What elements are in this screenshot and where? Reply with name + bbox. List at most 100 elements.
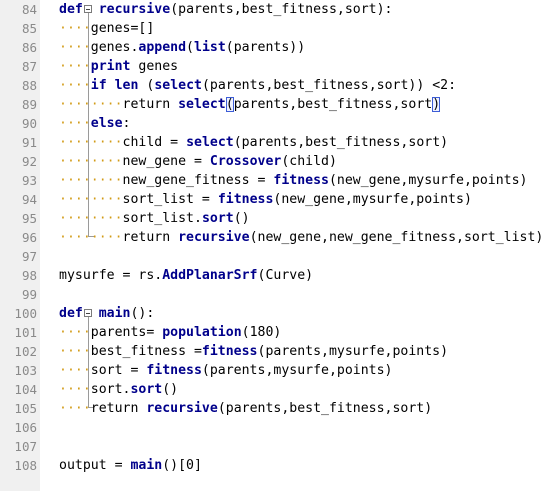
code-text[interactable]: ····genes.append(list(parents)) (59, 38, 305, 57)
code-line[interactable]: 108 output = main()[0] (0, 456, 559, 475)
code-token: (180) (241, 325, 282, 340)
keyword-token: else (90, 116, 123, 131)
code-token: () (233, 211, 250, 226)
code-text[interactable]: ····print genes (59, 57, 178, 76)
line-number: 94 (21, 192, 37, 207)
code-token: (parents,best_fitness,sort): (170, 2, 393, 17)
code-text[interactable]: ····else: (59, 114, 130, 133)
code-text[interactable]: ········return select(parents,best_fitne… (59, 95, 441, 114)
whitespace-marker: ···· (59, 363, 91, 378)
code-token: best_fitness = (90, 344, 202, 359)
code-token: mysurfe = rs. (59, 268, 163, 283)
line-number: 108 (14, 458, 37, 473)
code-text[interactable]: ········sort_list.sort() (59, 209, 250, 228)
code-token: genes=[] (90, 21, 155, 36)
line-number: 105 (14, 401, 37, 416)
fold-toggle-icon[interactable] (84, 5, 92, 13)
code-line[interactable]: 94 ········sort_list = fitness(new_gene,m… (0, 190, 559, 209)
code-line[interactable]: 102 ····best_fitness =fitness(parents,mys… (0, 342, 559, 361)
whitespace-marker: ········ (59, 211, 123, 226)
function-token: fitness (201, 344, 258, 359)
code-token: ( (186, 40, 194, 55)
code-line[interactable]: 87 ····print genes (0, 57, 559, 76)
code-text[interactable]: ····sort = fitness(parents,mysurfe,point… (59, 361, 392, 380)
code-token: parents= (90, 325, 163, 340)
code-token: child = (122, 135, 187, 150)
code-token: sort_list = (122, 192, 218, 207)
whitespace-marker: ···· (59, 382, 91, 397)
code-line[interactable]: 86····genes.append(list(parents)) (0, 38, 559, 57)
code-token: (parents)) (225, 40, 306, 55)
line-number: 97 (21, 249, 37, 264)
code-line[interactable]: 105 ····return recursive(parents,best_fit… (0, 399, 559, 418)
code-token: sort_list. (122, 211, 202, 226)
code-line[interactable]: 107 (0, 437, 559, 456)
whitespace-marker: ···· (59, 78, 91, 93)
fold-range-line (88, 13, 89, 236)
code-line[interactable]: 97 (0, 247, 559, 266)
code-token: genes. (90, 40, 139, 55)
code-line[interactable]: 106 (0, 418, 559, 437)
line-number: 93 (21, 173, 37, 188)
code-text[interactable]: def recursive(parents,best_fitness,sort)… (59, 0, 393, 19)
code-line[interactable]: 93 ········new_gene_fitness = fitness(new… (0, 171, 559, 190)
function-token: select (154, 78, 202, 93)
line-number: 104 (14, 382, 37, 397)
code-token: ( (138, 78, 155, 93)
line-number: 102 (14, 344, 37, 359)
code-line[interactable]: 89········return select(parents,best_fit… (0, 95, 559, 114)
code-text[interactable]: ········return recursive(new_gene,new_ge… (59, 228, 543, 247)
code-text[interactable]: def main(): (59, 304, 154, 323)
code-text[interactable]: ····return recursive(parents,best_fitnes… (59, 399, 432, 418)
function-token: sort (201, 211, 234, 226)
code-token: (parents,mysurfe,points) (257, 344, 449, 359)
function-token: fitness (146, 363, 202, 378)
code-token: sort. (90, 382, 131, 397)
code-text[interactable]: ····genes=[] (59, 19, 154, 38)
whitespace-marker: ········ (59, 230, 123, 245)
code-text[interactable]: ····parents= population(180) (59, 323, 281, 342)
code-token: (new_gene,mysurfe,points) (328, 173, 528, 188)
code-text[interactable]: mysurfe = rs.AddPlanarSrf(Curve) (59, 266, 313, 285)
line-number: 91 (21, 135, 37, 150)
function-token: main (98, 306, 131, 321)
code-line[interactable]: 99 (0, 285, 559, 304)
whitespace-marker: ········ (59, 173, 123, 188)
line-number: 87 (21, 59, 37, 74)
code-line[interactable]: 103····sort = fitness(parents,mysurfe,po… (0, 361, 559, 380)
function-token: Crossover (209, 154, 282, 169)
line-number-gutter (0, 0, 40, 491)
code-text[interactable]: ········new_gene = Crossover(child) (59, 152, 337, 171)
function-token: append (138, 40, 187, 55)
code-text[interactable]: ········sort_list = fitness(new_gene,mys… (59, 190, 472, 209)
code-line[interactable]: 92········new_gene = Crossover(child) (0, 152, 559, 171)
code-line[interactable]: 101····parents= population(180) (0, 323, 559, 342)
code-line[interactable]: 88 ····if len (select(parents,best_fitnes… (0, 76, 559, 95)
code-line[interactable]: 91 ········child = select(parents,best_fi… (0, 133, 559, 152)
function-token: recursive (98, 2, 171, 17)
code-text[interactable]: output = main()[0] (59, 456, 202, 475)
code-line[interactable]: 85····genes=[] (0, 19, 559, 38)
code-line[interactable]: 90····else: (0, 114, 559, 133)
whitespace-marker: ········ (59, 135, 123, 150)
code-text[interactable]: ········child = select(parents,best_fitn… (59, 133, 448, 152)
fold-toggle-icon[interactable] (84, 309, 92, 317)
line-number: 107 (14, 439, 37, 454)
code-token: : (122, 116, 131, 131)
code-token: (parents,best_fitness,sort)) <2: (201, 78, 457, 93)
code-line[interactable]: 95········sort_list.sort() (0, 209, 559, 228)
code-text[interactable]: ········new_gene_fitness = fitness(new_g… (59, 171, 527, 190)
code-text[interactable]: ····sort.sort() (59, 380, 178, 399)
fold-end-marker (88, 407, 94, 408)
code-text[interactable]: ····if len (select(parents,best_fitness,… (59, 76, 456, 95)
line-number: 88 (21, 78, 37, 93)
function-token: population (162, 325, 242, 340)
code-token: output = (59, 458, 131, 473)
code-text[interactable]: ····best_fitness =fitness(parents,mysurf… (59, 342, 448, 361)
code-line[interactable]: 104 ····sort.sort() (0, 380, 559, 399)
code-line[interactable]: 96········return recursive(new_gene,new_… (0, 228, 559, 247)
